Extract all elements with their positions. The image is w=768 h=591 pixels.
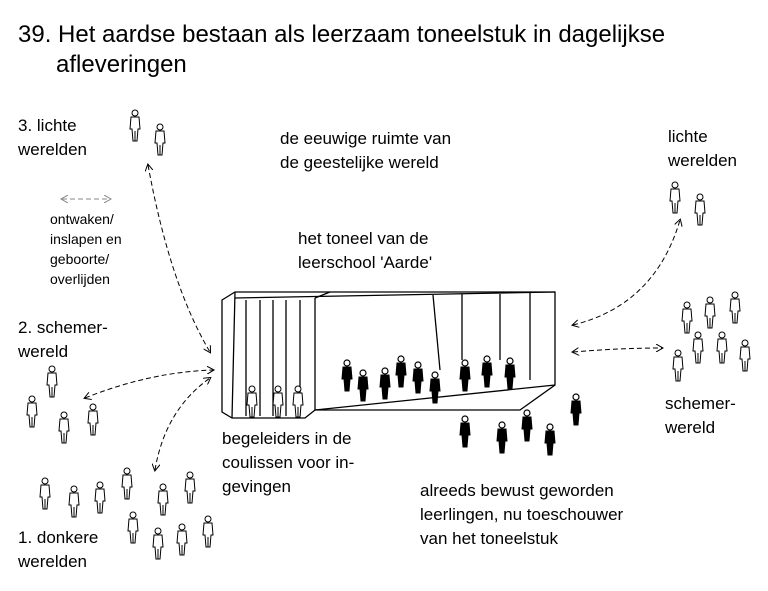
figures-twilight-left (26, 365, 99, 444)
figures-light-right (669, 181, 706, 226)
label-guides: begeleiders in de coulissen voor in- gev… (222, 429, 355, 496)
transition-arrows (85, 165, 680, 470)
label-dark-worlds: 1. donkere werelden (18, 528, 99, 571)
page-title: 39. Het aardse bestaan als leerzaam tone… (18, 20, 665, 80)
label-twilight-right: schemer- wereld (665, 394, 736, 437)
arrow-twilight-left (85, 370, 213, 398)
arrow-twilight-right (573, 348, 662, 352)
legend-text: ontwaken/ inslapen en geboorte/ overlijd… (50, 211, 122, 287)
stage-box (221, 291, 556, 419)
title-line-1: 39. Het aardse bestaan als leerzaam tone… (18, 21, 666, 48)
title-line-2: afleveringen (56, 51, 187, 78)
figures-dark-worlds (39, 467, 214, 560)
label-eternal-space: de eeuwige ruimte van de geestelijke wer… (280, 129, 452, 172)
figures-light-left (129, 109, 166, 156)
label-stage: het toneel van de leerschool 'Aarde' (298, 229, 433, 272)
label-light-worlds-left: 3. lichte werelden (18, 116, 87, 159)
figures-twilight-right (672, 291, 751, 382)
arrow-light-right (573, 220, 680, 325)
arrow-dark-worlds (155, 378, 210, 470)
label-twilight-left: 2. schemer- wereld (18, 318, 108, 361)
label-light-worlds-right: lichte werelden (668, 127, 737, 170)
label-students: alreeds bewust geworden leerlingen, nu t… (420, 481, 624, 548)
arrow-light-left (148, 165, 210, 352)
